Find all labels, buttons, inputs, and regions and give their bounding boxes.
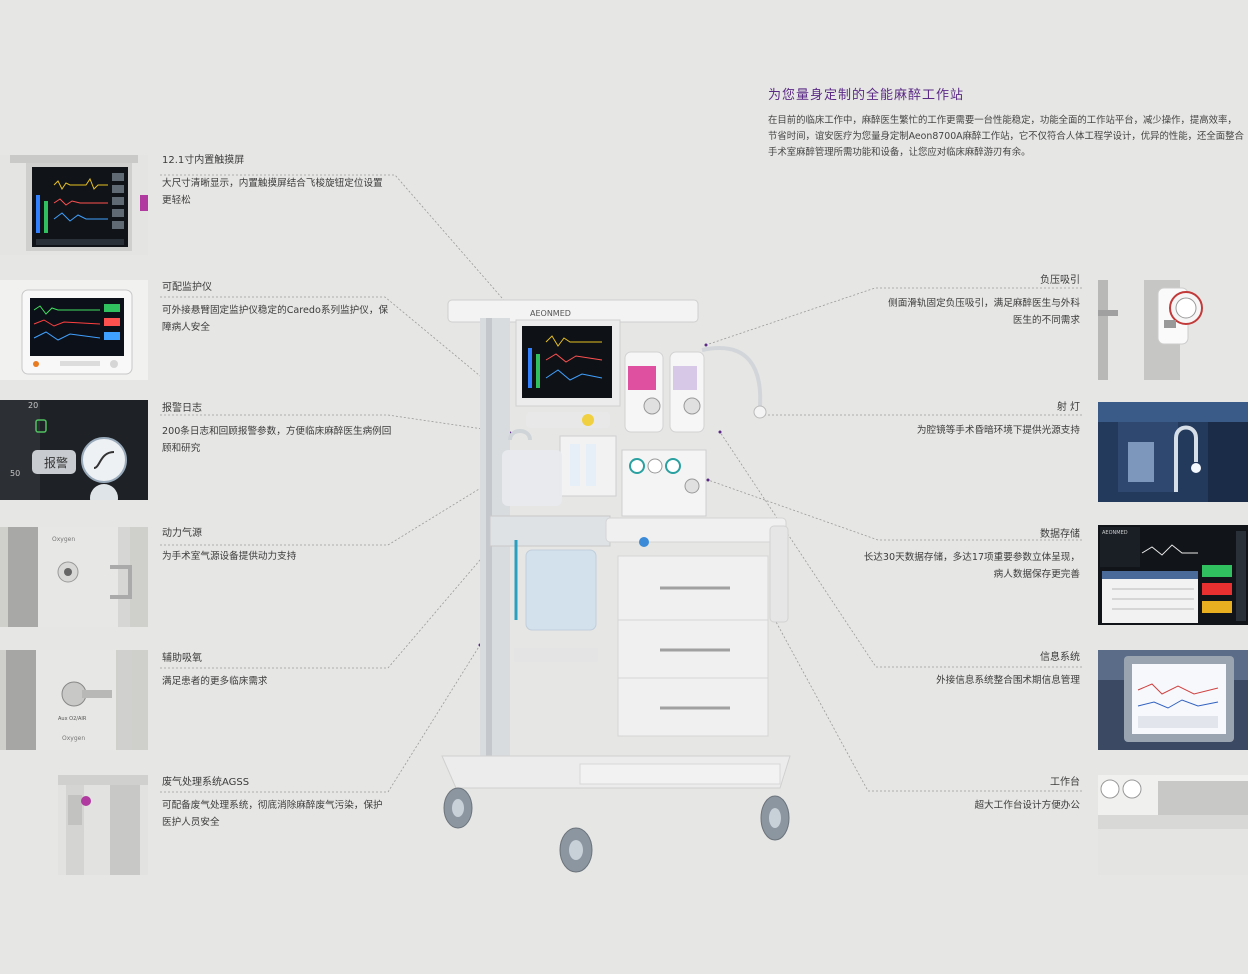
feature-title: 负压吸引 — [1040, 275, 1080, 286]
svg-text:50: 50 — [10, 469, 20, 478]
feature-title: 废气处理系统AGSS — [162, 777, 250, 788]
intro-block: 为您量身定制的全能麻醉工作站 在目前的临床工作中，麻醉医生繁忙的工作更需要一台性… — [768, 84, 1246, 161]
thumb-alarm-log: 20 50 报警 — [0, 400, 148, 500]
feature-suction: 负压吸引 侧面滑轨固定负压吸引，满足麻醉医生与外科医生的不同需求 — [880, 272, 1080, 329]
feature-title: 动力气源 — [162, 528, 202, 539]
feature-title: 数据存储 — [1040, 529, 1080, 540]
thumb-gas-supply: Oxygen — [0, 527, 148, 627]
thumb-monitor — [0, 280, 148, 380]
feature-desc: 大尺寸清晰显示，内置触摸屏结合飞梭旋钮定位设置更轻松 — [162, 178, 383, 206]
anesthesia-machine: AEONMED — [441, 299, 791, 873]
intro-body: 在目前的临床工作中，麻醉医生繁忙的工作更需要一台性能稳定，功能全面的工作站平台，… — [768, 115, 1244, 158]
feature-touchscreen: 12.1寸内置触摸屏 大尺寸清晰显示，内置触摸屏结合飞梭旋钮定位设置更轻松 — [162, 152, 392, 209]
thumb-info-system — [1098, 650, 1248, 750]
feature-title: 工作台 — [1050, 777, 1080, 788]
svg-text:AEONMED: AEONMED — [530, 309, 571, 318]
svg-text:AEONMED: AEONMED — [1102, 530, 1128, 536]
feature-alarm-log: 报警日志 200条日志和回顾报警参数，方便临床麻醉医生病例回顾和研究 — [162, 400, 392, 457]
feature-desc: 可外接悬臂固定监护仪稳定的Caredo系列监护仪，保障病人安全 — [162, 305, 389, 333]
feature-agss: 废气处理系统AGSS 可配备废气处理系统，彻底消除麻醉废气污染，保护医护人员安全 — [162, 774, 392, 831]
feature-desc: 侧面滑轨固定负压吸引，满足麻醉医生与外科医生的不同需求 — [888, 298, 1080, 326]
feature-desc: 可配备废气处理系统，彻底消除麻醉废气污染，保护医护人员安全 — [162, 800, 383, 828]
feature-monitor: 可配监护仪 可外接悬臂固定监护仪稳定的Caredo系列监护仪，保障病人安全 — [162, 279, 392, 336]
feature-desc: 满足患者的更多临床需求 — [162, 676, 268, 687]
feature-title: 信息系统 — [1040, 652, 1080, 663]
feature-desc: 外接信息系统整合围术期信息管理 — [936, 675, 1080, 686]
thumb-agss — [58, 775, 148, 875]
feature-gas-supply: 动力气源 为手术室气源设备提供动力支持 — [162, 525, 392, 565]
thumb-touchscreen — [0, 155, 148, 255]
feature-title: 可配监护仪 — [162, 282, 212, 293]
feature-desc: 200条日志和回顾报警参数，方便临床麻醉医生病例回顾和研究 — [162, 426, 392, 454]
feature-spotlight: 射 灯 为腔镜等手术昏暗环境下提供光源支持 — [880, 399, 1080, 439]
svg-text:20: 20 — [28, 401, 38, 410]
thumb-aux-oxygen: Aux O2/AIR Oxygen — [0, 650, 148, 750]
svg-text:Oxygen: Oxygen — [52, 536, 75, 543]
feature-title: 射 灯 — [1056, 402, 1080, 413]
thumb-worktable — [1098, 775, 1248, 875]
feature-worktable: 工作台 超大工作台设计方便办公 — [880, 774, 1080, 814]
svg-text:Oxygen: Oxygen — [62, 735, 85, 742]
feature-desc: 为腔镜等手术昏暗环境下提供光源支持 — [916, 425, 1080, 436]
feature-desc: 超大工作台设计方便办公 — [974, 800, 1080, 811]
feature-title: 辅助吸氧 — [162, 653, 202, 664]
feature-desc: 为手术室气源设备提供动力支持 — [162, 551, 297, 562]
svg-text:Aux O2/AIR: Aux O2/AIR — [58, 716, 87, 722]
thumb-spotlight — [1098, 402, 1248, 502]
intro-title: 为您量身定制的全能麻醉工作站 — [768, 88, 965, 103]
feature-desc: 长达30天数据存储，多达17项重要参数立体呈现，病人数据保存更完善 — [863, 552, 1080, 580]
feature-data-storage: 数据存储 长达30天数据存储，多达17项重要参数立体呈现，病人数据保存更完善 — [860, 526, 1080, 583]
feature-title: 12.1寸内置触摸屏 — [162, 155, 245, 166]
feature-aux-oxygen: 辅助吸氧 满足患者的更多临床需求 — [162, 650, 392, 690]
feature-title: 报警日志 — [162, 403, 202, 414]
thumb-data-storage: AEONMED — [1098, 525, 1248, 625]
feature-info-system: 信息系统 外接信息系统整合围术期信息管理 — [880, 649, 1080, 689]
thumb-suction — [1098, 280, 1248, 380]
svg-text:报警: 报警 — [44, 455, 68, 470]
